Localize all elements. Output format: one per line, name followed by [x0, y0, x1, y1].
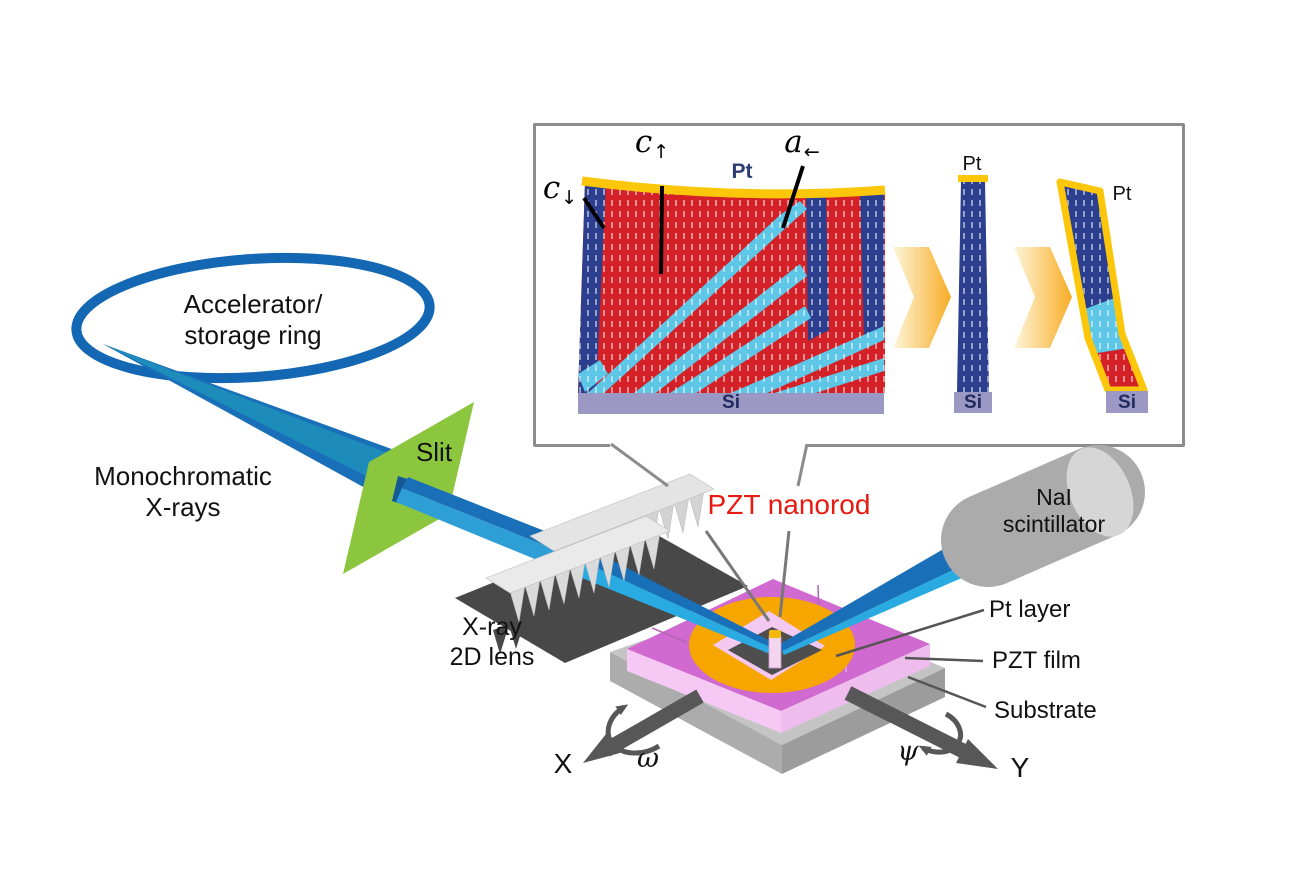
inset-pt-film-label: Pt [731, 160, 753, 183]
inset-si-film-label: Si [722, 392, 740, 413]
psi-rotation-arrow [918, 711, 963, 756]
x-axis-label: X [553, 748, 573, 779]
omega-label: ω [636, 743, 660, 774]
substrate-label: Substrate [994, 697, 1097, 724]
nanorod-inset-panel [533, 123, 1185, 447]
nai-scintillator-label: NaI scintillator [1002, 484, 1106, 538]
substrate-top [610, 596, 945, 745]
pzt-film-side-right [781, 644, 930, 733]
slit-plate [343, 402, 474, 574]
accelerator-label: Accelerator/ storage ring [183, 289, 323, 350]
inset-si-bent-label: Si [1118, 392, 1136, 413]
slit-label: Slit [415, 437, 453, 467]
pzt-nanorod-label: PZT nanorod [707, 489, 871, 520]
substrate-side-left [610, 652, 782, 774]
leader-lines [610, 440, 987, 709]
pzt-film-side-left [627, 649, 781, 733]
y-axis-arrowhead [956, 739, 998, 769]
pzt-film-label: PZT film [992, 647, 1081, 674]
xray-beam-focused [577, 549, 772, 654]
xray-beam-diffracted [780, 522, 1008, 655]
sample-stage [610, 579, 945, 774]
lens-comb [485, 473, 715, 623]
xray-beam-collimated [392, 476, 590, 576]
psi-label: ψ [897, 736, 919, 767]
membrane-diamond [713, 611, 825, 680]
substrate-side-right [782, 668, 945, 774]
c-down-domain-label: c↓ [542, 170, 578, 209]
x-axis-arrowhead [583, 734, 620, 763]
callout-line-left [610, 442, 669, 488]
x-axis-rod [602, 689, 704, 757]
c-up-domain-label: c↑ [634, 124, 670, 163]
xray-2d-lens-label: X-ray 2D lens [449, 613, 535, 671]
pzt-film-top [627, 579, 930, 711]
monochromatic-xrays-label: Monochromatic X-rays [94, 461, 272, 522]
inset-si-rod-label: Si [964, 392, 982, 413]
pt-layer-label: Pt layer [989, 596, 1071, 623]
pzt-nanorod-pillar [768, 630, 782, 669]
pt-gold-disk [689, 597, 855, 693]
y-axis-label: Y [1010, 752, 1030, 783]
inset-pt-bent-label: Pt [1112, 183, 1132, 205]
a-left-domain-label: a← [784, 124, 820, 163]
inset-pt-rod-label: Pt [962, 153, 982, 175]
etched-window [728, 627, 822, 675]
callout-line-right [796, 443, 809, 487]
